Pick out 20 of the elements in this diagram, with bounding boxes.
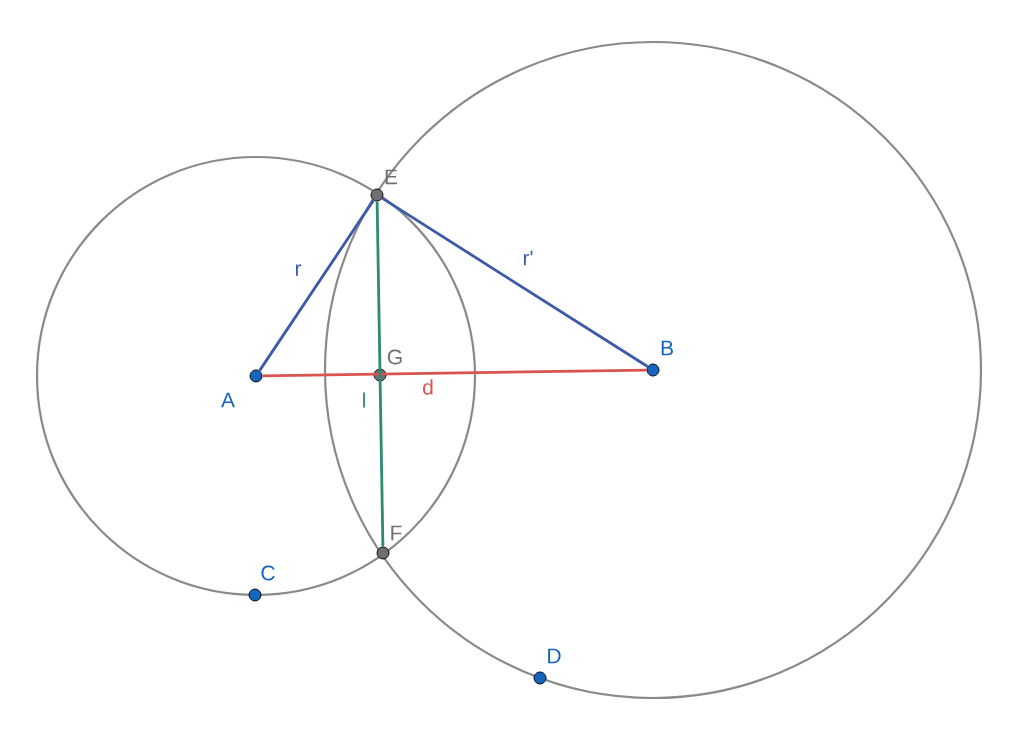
point-label: B	[661, 340, 673, 356]
line-segment	[258, 199, 375, 372]
point	[373, 368, 387, 382]
point-label: D	[548, 648, 561, 664]
point	[646, 363, 660, 377]
point-label: A	[221, 392, 235, 408]
point-label: G	[387, 349, 402, 365]
edge-label: r	[295, 264, 302, 276]
point-label: F	[391, 525, 402, 541]
line-segment	[262, 368, 647, 378]
edge-label: r'	[523, 250, 533, 266]
point	[376, 546, 390, 560]
point-label: C	[261, 565, 275, 581]
edge-label: d	[423, 379, 433, 395]
line-segment	[381, 197, 649, 368]
point	[533, 671, 547, 685]
point	[370, 188, 384, 202]
edge-label: l	[363, 392, 365, 408]
point	[248, 588, 262, 602]
point	[249, 369, 263, 383]
